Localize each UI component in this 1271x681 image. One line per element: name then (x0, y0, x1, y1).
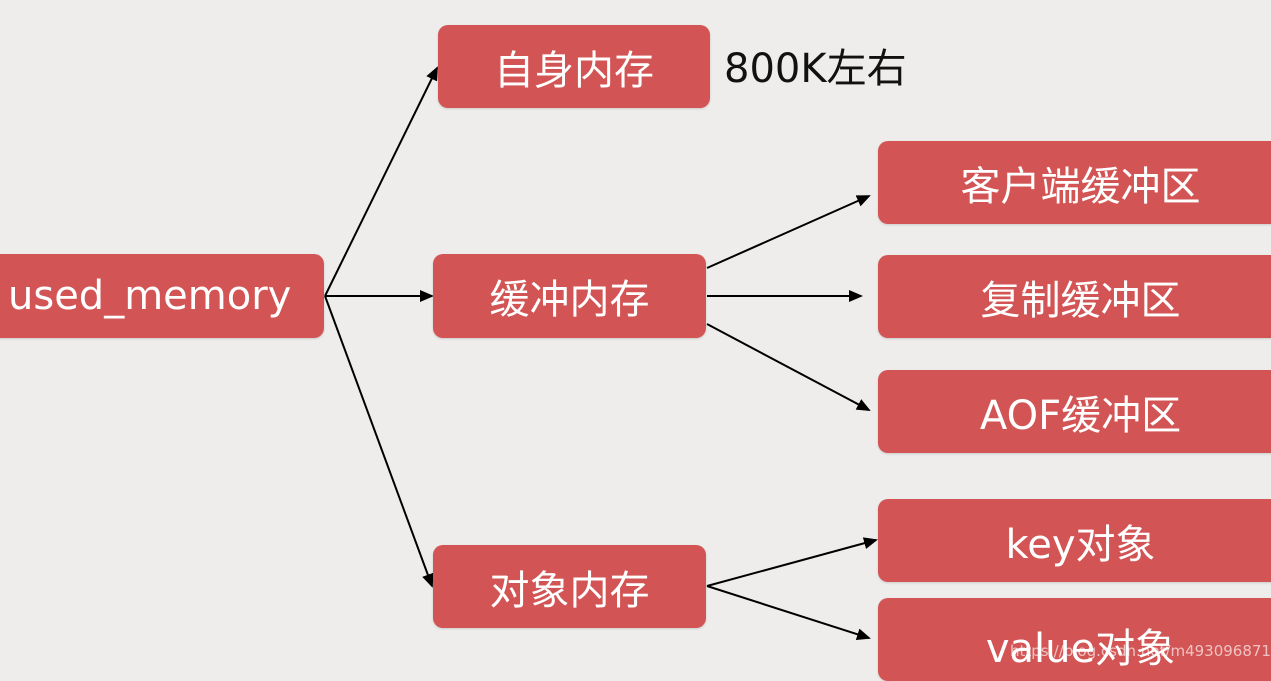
object-memory-node: 对象内存 (433, 545, 706, 628)
aof-buffer-node: AOF缓冲区 (878, 370, 1271, 453)
client-buffer-node: 客户端缓冲区 (878, 141, 1271, 224)
edge-object-to-key-object (706, 537, 878, 587)
value-object-node: value对象 (878, 598, 1271, 681)
replication-buffer-node: 复制缓冲区 (878, 255, 1271, 338)
used-memory-node: used_memory (0, 254, 324, 338)
buffer-memory-node: 缓冲内存 (433, 254, 706, 338)
edge-root-to-object-memory (324, 295, 434, 588)
edge-buffer-to-client-buffer (706, 195, 871, 269)
edge-buffer-to-aof-buffer (706, 323, 871, 411)
watermark-text: https://blog.csdn.net/m493096871 (1010, 642, 1271, 660)
edge-object-to-value-object (706, 585, 871, 641)
edge-root-to-self-memory (324, 66, 438, 297)
self-memory-size-note: 800K左右 (724, 46, 907, 92)
self-memory-node: 自身内存 (438, 25, 710, 108)
key-object-node: key对象 (878, 499, 1271, 582)
